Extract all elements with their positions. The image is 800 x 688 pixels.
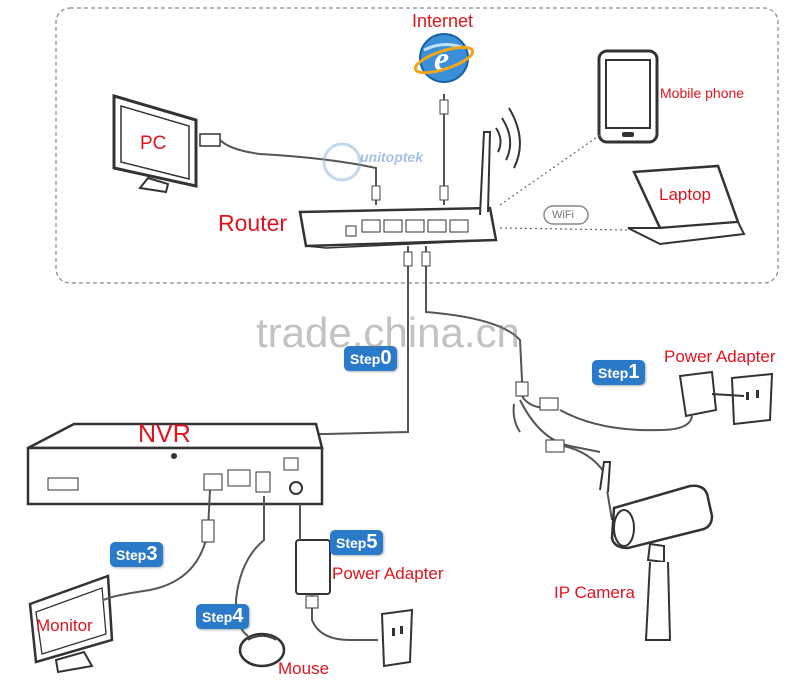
mouse-label: Mouse [278,659,330,678]
wifi-link-phone [499,134,601,206]
camera-power-adapter-icon [559,370,718,432]
laptop-label: Laptop [659,185,711,204]
step3-number: 3 [146,543,158,565]
brand-watermark: unitoptek [360,149,423,165]
wifi-link-laptop [499,227,629,231]
step4-number: 4 [232,605,244,627]
wifi-waves-icon [495,107,521,169]
router-label: Router [218,210,288,236]
pc-monitor-icon [112,93,198,194]
power-adapter-bottom-label: Power Adapter [332,564,444,583]
step1-badge: Step1 [592,360,646,385]
mouse-icon [238,632,286,668]
nvr-power-adapter-icon [295,504,378,641]
router-icon [298,131,498,249]
camera-splitter-cable [512,380,613,521]
pc-label: PC [140,133,167,154]
step4-word: Step [202,609,233,625]
step0-number: 0 [380,347,392,369]
wall-socket-top-icon [711,372,774,426]
ip-camera-icon [599,461,714,641]
mobile-phone-label: Mobile phone [660,85,745,101]
wifi-badge [543,205,589,225]
step0-badge: Step0 [344,346,398,371]
step0-word: Step [350,351,381,367]
step4-badge: Step4 [196,604,250,629]
step5-number: 5 [366,531,378,553]
step5-word: Step [336,535,367,551]
nvr-box-icon [26,422,324,506]
internet-label: Internet [412,11,474,31]
laptop-icon [627,164,746,246]
monitor-cable [103,489,211,601]
monitor-icon [28,574,114,674]
router-camera-cable [425,246,523,381]
nvr-label: NVR [138,420,191,448]
step1-word: Step [598,365,629,381]
step3-badge: Step3 [110,542,164,567]
step5-badge: Step5 [330,530,384,555]
power-adapter-top-label: Power Adapter [664,347,776,366]
wifi-badge-label: WiFi [552,209,574,221]
site-watermark: trade.china.cn [256,309,520,356]
mobile-phone-icon [597,49,659,144]
ip-camera-label: IP Camera [554,583,635,602]
brand-watermark-logo [322,142,362,182]
internet-globe-icon: e [413,33,475,83]
pc-cable [199,133,381,205]
wall-socket-bottom-icon [380,608,414,668]
network-zone-border [55,7,779,284]
step1-number: 1 [628,361,640,383]
monitor-label: Monitor [36,616,93,635]
step3-word: Step [116,547,147,563]
